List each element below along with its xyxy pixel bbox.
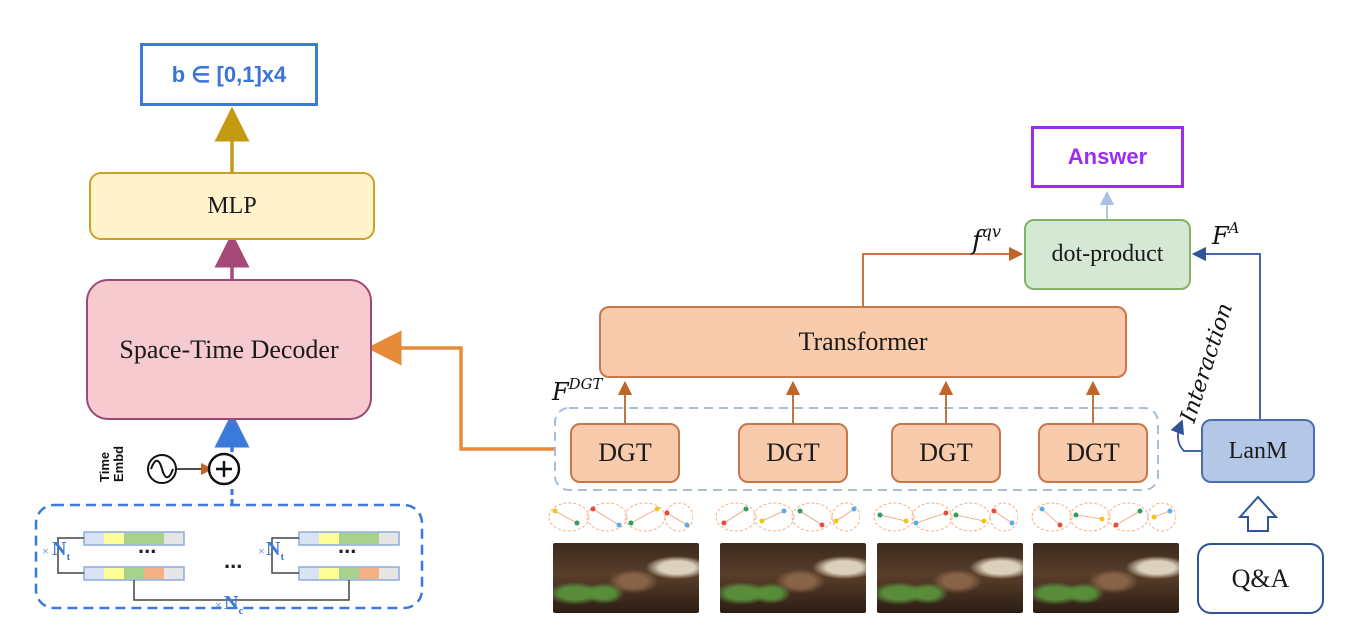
embd-label: Embd [111, 445, 126, 482]
lanm-block: LanM [1201, 419, 1315, 483]
times-symbol: × [215, 598, 222, 612]
graph-visualization [873, 502, 1018, 532]
times-symbol: × [258, 544, 265, 558]
nt-label-right: Nt [266, 538, 285, 563]
ellipsis-horizontal-gap: ... [224, 548, 243, 573]
mlp-block: MLP [89, 172, 375, 240]
transformer-block: Transformer [599, 306, 1127, 378]
query-token-bar [298, 566, 400, 581]
dgt-block: DGT [1038, 423, 1148, 483]
time-label: Time [97, 451, 112, 482]
f-dgt-label: FDGT [552, 375, 603, 407]
dgt-block: DGT [891, 423, 1001, 483]
arrow-lanm-to-dotproduct [1191, 246, 1261, 419]
times-symbol: × [42, 544, 49, 558]
video-frame-thumbnail [720, 543, 866, 613]
bbox-output-box: b ∈ [0,1]x4 [140, 43, 318, 106]
dot-product-block: dot-product [1024, 219, 1191, 290]
nc-bracket [133, 580, 350, 601]
space-time-decoder-block: Space-Time Decoder [86, 279, 372, 420]
ellipsis-vertical-gap: ... [138, 533, 157, 558]
query-token-bar [298, 531, 400, 546]
answer-box: Answer [1031, 126, 1184, 188]
nt-bracket-right [271, 537, 299, 574]
sinusoid-wave-icon [150, 459, 174, 479]
dgt-block: DGT [738, 423, 848, 483]
video-frame-thumbnail [1033, 543, 1179, 613]
nc-label: Nc [224, 592, 244, 617]
arrow-transformer-to-dotproduct [862, 246, 1024, 306]
graph-visualization [548, 502, 693, 532]
qa-box: Q&A [1197, 543, 1324, 614]
dgt-block: DGT [570, 423, 680, 483]
f-a-label: FA [1212, 219, 1240, 251]
graph-visualization [715, 502, 860, 532]
dgt-group [554, 407, 1159, 491]
video-frame-thumbnail [553, 543, 699, 613]
arrow-dgt-to-decoder [366, 330, 555, 451]
query-token-bar [83, 531, 185, 546]
nt-label-left: Nt [52, 538, 71, 563]
time-embd-label: Time Embd [97, 445, 126, 482]
hollow-arrow-qa-to-lanm [1237, 495, 1279, 532]
graph-visualization [1031, 502, 1176, 532]
video-frame-thumbnail [877, 543, 1023, 613]
query-token-bar [83, 566, 185, 581]
nt-bracket-left [57, 537, 84, 574]
ellipsis-vertical-gap: ... [338, 533, 357, 558]
f-qv-label: fqv [972, 222, 1002, 257]
arrow-lanm-to-dgt-group [1170, 419, 1201, 452]
query-container [34, 503, 424, 610]
